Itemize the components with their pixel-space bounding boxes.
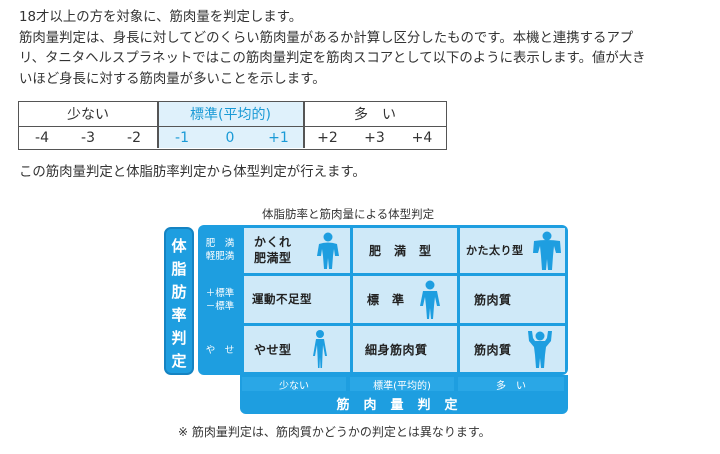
row-label-obese: 肥 満 軽肥満 bbox=[198, 225, 242, 275]
muscle-axis: 少ない 標準(平均的) 多 い 筋肉量判定 bbox=[240, 375, 568, 414]
score-value: -2 bbox=[127, 129, 141, 146]
divider bbox=[303, 102, 305, 148]
cell-slender-muscular: 細身筋肉質 bbox=[353, 326, 457, 372]
score-value: +1 bbox=[268, 129, 289, 146]
person-flexing-icon bbox=[528, 331, 552, 368]
score-value: -4 bbox=[35, 129, 49, 146]
col-label-avg: 標準(平均的) bbox=[350, 377, 454, 392]
body-type-grid: 肥 満 軽肥満 ＋標準 －標準 や せ かくれ 肥満型 肥 満 型 かた太り型 … bbox=[198, 225, 568, 375]
cell-label: かた太り型 bbox=[466, 244, 524, 257]
score-value: -3 bbox=[81, 129, 95, 146]
body-fat-axis-label: 体 脂 肪 率 判 定 bbox=[164, 227, 194, 375]
axis-char: 定 bbox=[171, 352, 187, 370]
score-value: 0 bbox=[225, 129, 235, 146]
cell-lack-of-exercise: 運動不足型 bbox=[244, 276, 350, 323]
row-label-text: ＋標準 bbox=[205, 288, 235, 299]
axis-char: 肪 bbox=[171, 283, 187, 301]
col-label-high: 多 い bbox=[458, 377, 564, 392]
cell-label: 筋肉質 bbox=[474, 343, 512, 357]
cell-standard: 標 準 bbox=[353, 276, 457, 323]
intro-line: リ、タニタヘルスプラネットではこの筋肉量判定を筋肉スコアとして以下のように表示し… bbox=[19, 51, 646, 67]
footnote: ※ 筋肉量判定は、筋肉質かどうかの判定とは異なります。 bbox=[178, 425, 491, 439]
axis-char: 体 bbox=[171, 237, 187, 255]
note-text: この筋肉量判定と体脂肪率判定から体型判定が行えます。 bbox=[19, 165, 366, 180]
cell-label: かくれ 肥満型 bbox=[254, 235, 292, 265]
diagram-title: 体脂肪率と筋肉量による体型判定 bbox=[262, 207, 435, 221]
score-value: -1 bbox=[175, 129, 189, 146]
cell-obese: 肥 満 型 bbox=[353, 228, 457, 273]
avg-highlight bbox=[158, 127, 303, 148]
header-low: 少ない bbox=[67, 107, 109, 123]
intro-line: いほど身長に対する筋肉量が多いことを示します。 bbox=[19, 71, 326, 87]
col-label-low: 少ない bbox=[242, 377, 346, 392]
intro-line: 18才以上の方を対象に、筋肉量を判定します。 bbox=[19, 10, 303, 25]
muscle-axis-label: 筋肉量判定 bbox=[336, 397, 472, 413]
cell-label: 標 準 bbox=[367, 293, 405, 307]
axis-char: 判 bbox=[171, 329, 187, 347]
axis-char: 率 bbox=[171, 306, 187, 324]
divider bbox=[157, 102, 159, 148]
score-value: +3 bbox=[364, 129, 385, 146]
cell-label: 筋肉質 bbox=[474, 293, 512, 307]
row-label-text: や せ bbox=[205, 344, 235, 356]
cell-muscular-2: 筋肉質 bbox=[460, 326, 565, 372]
cell-solidly-built: かた太り型 bbox=[460, 228, 565, 273]
header-avg: 標準(平均的) bbox=[158, 102, 303, 126]
person-wide-icon bbox=[317, 232, 339, 269]
muscle-score-table: 少ない 標準(平均的) 多 い -4 -3 -2 -1 0 +1 +2 +3 +… bbox=[18, 101, 447, 150]
cell-muscular: 筋肉質 bbox=[460, 276, 565, 323]
cell-thin: やせ型 bbox=[244, 326, 350, 372]
person-standard-icon bbox=[420, 280, 440, 319]
score-value: +4 bbox=[411, 129, 433, 146]
cell-label: やせ型 bbox=[254, 343, 292, 357]
intro-text: 18才以上の方を対象に、筋肉量を判定します。 筋肉量判定は、身長に対してどのくら… bbox=[19, 8, 719, 90]
axis-char: 脂 bbox=[171, 260, 187, 278]
row-label-text: 軽肥満 bbox=[205, 251, 235, 262]
header-high: 多 い bbox=[354, 107, 396, 123]
score-value: +2 bbox=[317, 129, 338, 146]
divider bbox=[19, 126, 446, 127]
cell-hidden-obesity: かくれ 肥満型 bbox=[244, 228, 350, 273]
cell-label: 運動不足型 bbox=[252, 292, 312, 306]
row-label-text: 肥 満 bbox=[205, 238, 235, 249]
person-muscular-icon bbox=[533, 231, 561, 270]
row-label-thin: や せ bbox=[198, 325, 242, 375]
intro-line: 筋肉量判定は、身長に対してどのくらい筋肉量があるか計算し区分したものです。本機と… bbox=[19, 30, 634, 46]
person-thin-icon bbox=[313, 330, 327, 368]
cell-label: 肥 満 型 bbox=[369, 244, 432, 258]
row-label-text: －標準 bbox=[205, 301, 235, 312]
row-label-standard: ＋標準 －標準 bbox=[198, 275, 242, 325]
cell-label: 細身筋肉質 bbox=[365, 343, 428, 357]
